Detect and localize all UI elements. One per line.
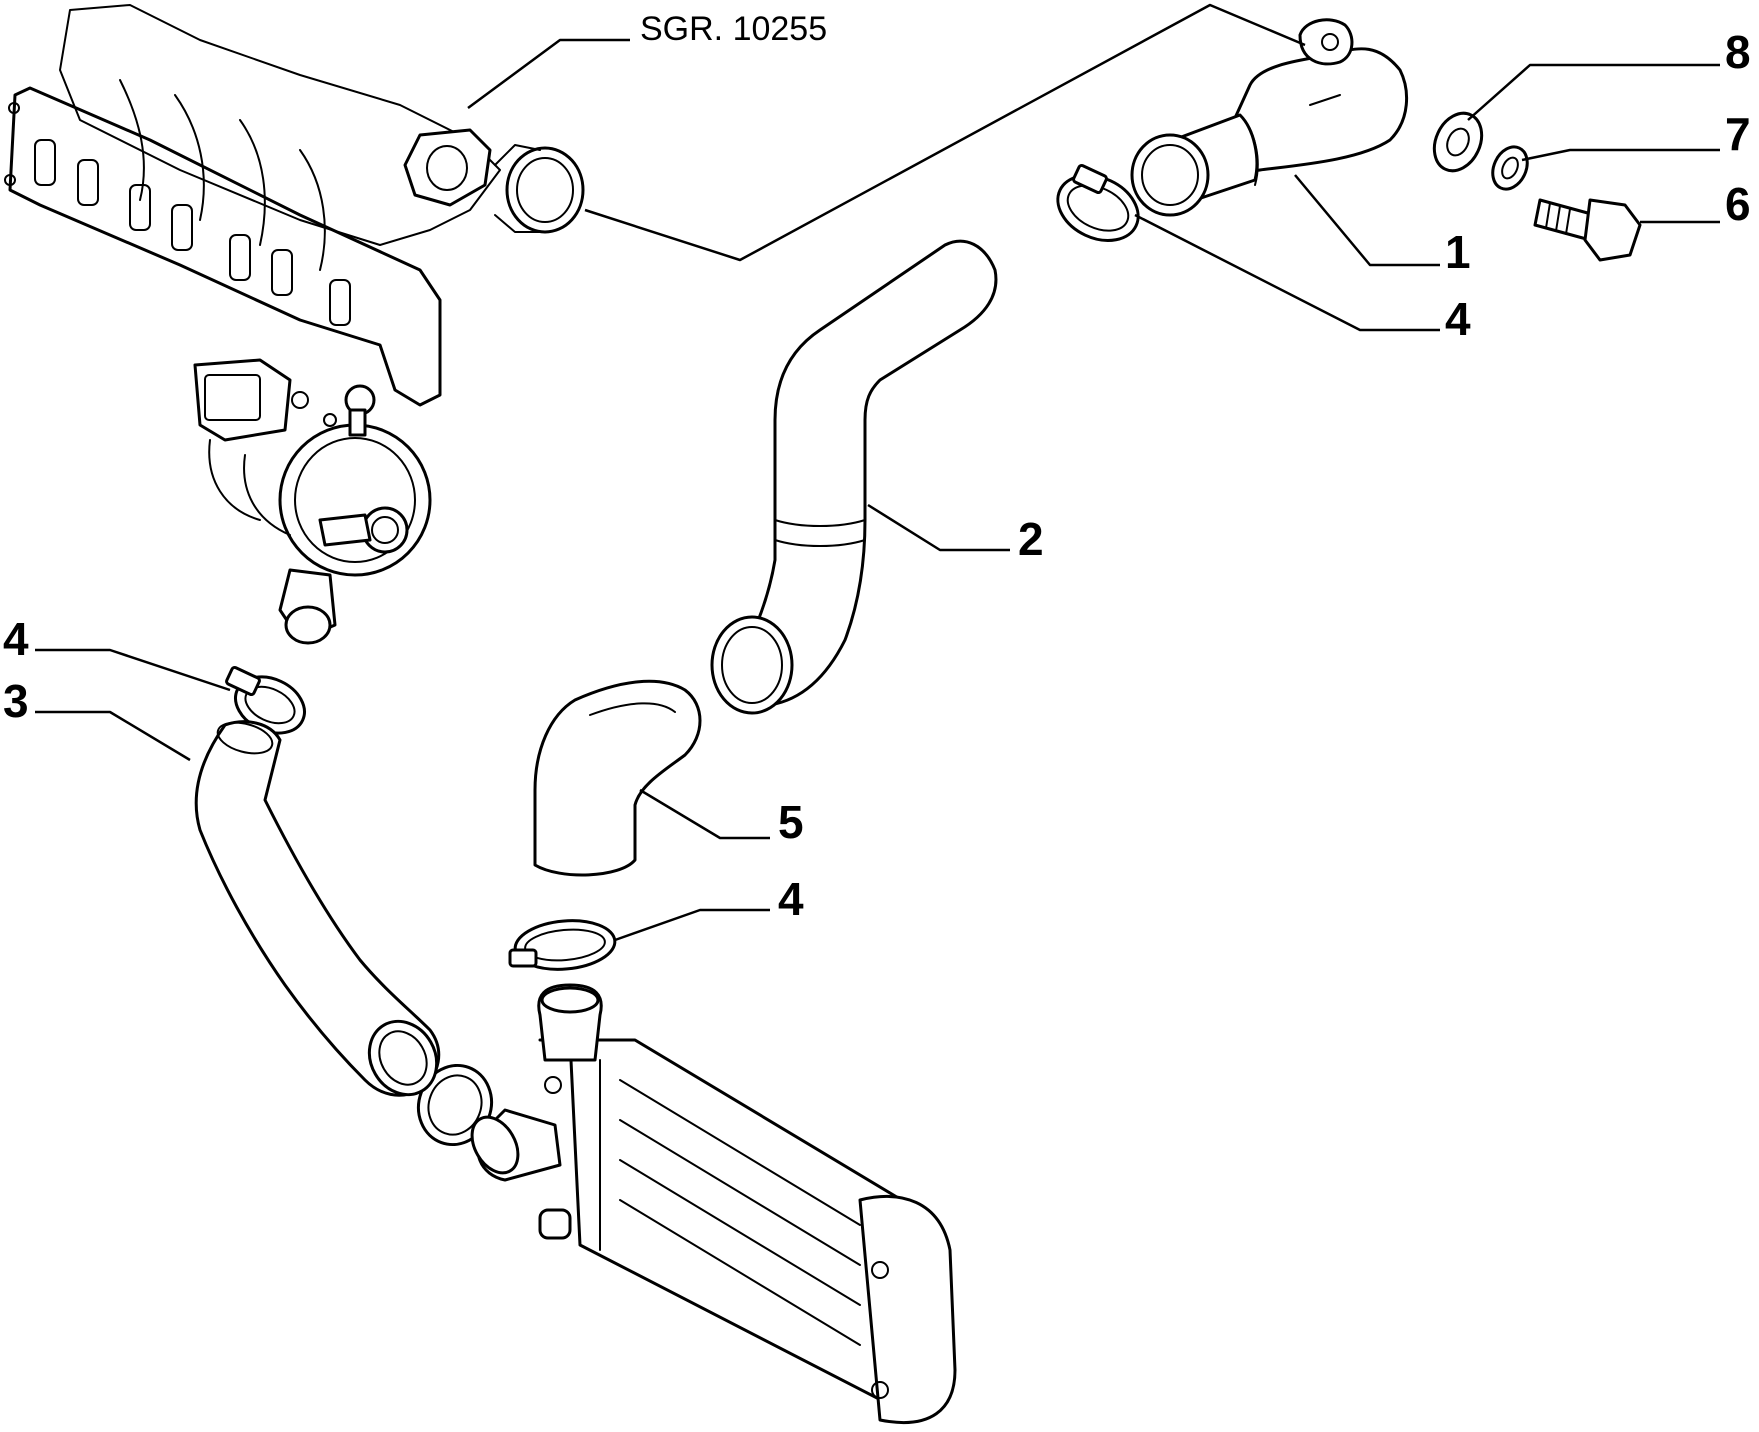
leader-reference	[467, 38, 630, 110]
part-8-washer	[1432, 111, 1484, 173]
leader-7	[1521, 148, 1720, 162]
callout-7: 7	[1725, 108, 1751, 160]
part-4-hose-clamp-middle	[508, 919, 617, 971]
leader-2	[867, 503, 1010, 552]
leader-lines	[35, 3, 1720, 942]
leader-1-pipe	[584, 3, 1306, 262]
leader-1	[1294, 174, 1440, 267]
leader-4a	[35, 648, 231, 692]
part-1-outlet-pipe	[1130, 18, 1409, 217]
callout-4-right: 4	[1445, 293, 1471, 345]
leader-4c	[614, 908, 770, 942]
callout-2: 2	[1018, 513, 1044, 565]
part-4-hose-clamp-top	[1056, 163, 1140, 242]
leader-5	[639, 788, 770, 840]
leader-8	[1467, 63, 1720, 121]
callout-5: 5	[778, 796, 804, 848]
intercooler	[470, 983, 957, 1425]
callout-6: 6	[1725, 178, 1751, 230]
leader-3	[35, 710, 191, 762]
part-6-bolt	[1533, 198, 1642, 262]
leader-4b	[1134, 213, 1440, 332]
callout-4-middle: 4	[778, 873, 804, 925]
callout-8: 8	[1725, 26, 1751, 78]
part-2-upper-hose	[710, 239, 998, 715]
part-5-elbow-hose	[533, 679, 702, 877]
part-3-lower-hose	[194, 720, 441, 1097]
callout-1: 1	[1445, 226, 1471, 278]
part-4-hose-clamp-left	[225, 665, 306, 735]
callout-3: 3	[3, 675, 29, 727]
reference-label: SGR. 10255	[640, 10, 827, 48]
turbocharger	[193, 358, 432, 645]
callout-4-left: 4	[3, 613, 29, 665]
intake-manifold	[4, 4, 585, 407]
part-7-lock-washer	[1491, 145, 1529, 191]
